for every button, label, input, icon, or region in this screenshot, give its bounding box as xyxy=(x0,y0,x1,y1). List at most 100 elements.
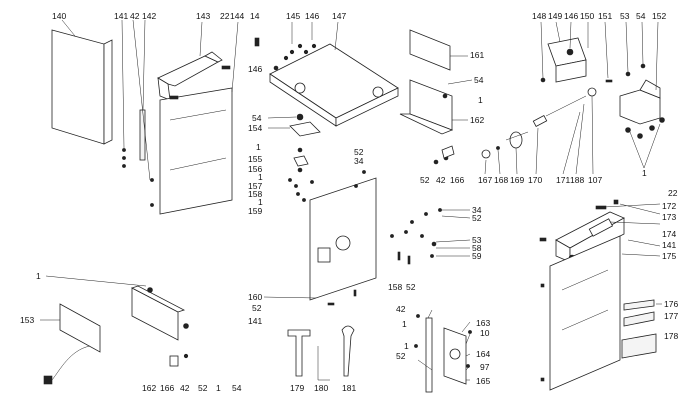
callout-1: 1 xyxy=(256,142,261,152)
parts-166-170-shaft xyxy=(433,87,597,175)
callout-53: 53 xyxy=(620,11,630,21)
callout-52: 52 xyxy=(420,175,430,185)
callout-146: 146 xyxy=(564,11,578,21)
callout-52: 52 xyxy=(252,303,262,313)
callout-54: 54 xyxy=(636,11,646,21)
callout-153: 153 xyxy=(20,315,34,325)
callout-42: 42 xyxy=(130,11,140,21)
callout-58: 58 xyxy=(472,243,482,253)
callout-1: 1 xyxy=(478,95,483,105)
callout-53: 53 xyxy=(472,235,482,245)
callout-labels: 140 141 42 142 143 22 144 14 145 146 147… xyxy=(20,11,678,393)
callout-140: 140 xyxy=(52,11,66,21)
callout-172: 172 xyxy=(662,201,676,211)
callout-144: 144 xyxy=(230,11,244,21)
callout-180: 180 xyxy=(314,383,328,393)
callout-168: 168 xyxy=(494,175,508,185)
callout-142: 142 xyxy=(142,11,156,21)
callout-175: 175 xyxy=(662,251,676,261)
callout-162: 162 xyxy=(470,115,484,125)
callout-178: 178 xyxy=(664,331,678,341)
callout-52: 52 xyxy=(198,383,208,393)
callout-22: 22 xyxy=(668,188,678,198)
callout-181: 181 xyxy=(342,383,356,393)
callout-151: 151 xyxy=(598,11,612,21)
callout-1: 1 xyxy=(402,319,407,329)
parts-163-165 xyxy=(414,309,472,393)
callout-52: 52 xyxy=(406,282,416,292)
callout-166: 166 xyxy=(450,175,464,185)
callout-148: 148 xyxy=(532,11,546,21)
callout-42: 42 xyxy=(396,304,406,314)
callout-163: 163 xyxy=(476,318,490,328)
callout-34: 34 xyxy=(354,156,364,166)
callout-1: 1 xyxy=(642,168,647,178)
parts-154-159 xyxy=(267,113,321,202)
part-149-cover xyxy=(540,21,589,83)
callout-160: 160 xyxy=(248,292,262,302)
callout-147: 147 xyxy=(332,11,346,21)
callout-170: 170 xyxy=(528,175,542,185)
callout-22: 22 xyxy=(220,11,230,21)
callout-107: 107 xyxy=(588,175,602,185)
part-153-panel xyxy=(40,303,101,385)
callout-146: 146 xyxy=(248,64,262,74)
callout-42: 42 xyxy=(180,383,190,393)
callout-165: 165 xyxy=(476,376,490,386)
callout-158: 158 xyxy=(248,189,262,199)
callout-169: 169 xyxy=(510,175,524,185)
callout-161: 161 xyxy=(470,50,484,60)
callout-34: 34 xyxy=(472,205,482,215)
callout-167: 167 xyxy=(478,175,492,185)
callout-166: 166 xyxy=(160,383,174,393)
callout-52: 52 xyxy=(472,213,482,223)
callout-1: 1 xyxy=(36,271,41,281)
labels-176-178 xyxy=(621,299,662,359)
part-143-bracket xyxy=(157,21,223,101)
callout-176: 176 xyxy=(664,299,678,309)
part-175-front-cover xyxy=(539,199,661,391)
callout-150: 150 xyxy=(580,11,594,21)
part-151-pin xyxy=(604,21,613,83)
callout-146: 146 xyxy=(305,11,319,21)
callout-145: 145 xyxy=(286,11,300,21)
callout-158: 158 xyxy=(388,282,402,292)
part-161-bracket xyxy=(409,29,468,71)
callout-1: 1 xyxy=(258,197,263,207)
callout-42: 42 xyxy=(436,175,446,185)
part-142-strip xyxy=(121,19,154,207)
callout-155: 155 xyxy=(248,154,262,164)
callout-97: 97 xyxy=(480,362,490,372)
callout-54: 54 xyxy=(232,383,242,393)
callout-52: 52 xyxy=(354,147,364,157)
callout-157: 157 xyxy=(248,181,262,191)
callout-156: 156 xyxy=(248,164,262,174)
callout-174: 174 xyxy=(662,229,676,239)
callout-1: 1 xyxy=(216,383,221,393)
callout-1: 1 xyxy=(258,172,263,182)
callout-54: 54 xyxy=(474,75,484,85)
screws-34-59 xyxy=(390,208,471,265)
callout-141: 141 xyxy=(248,316,262,326)
screws-145-146 xyxy=(273,22,317,71)
callout-159: 159 xyxy=(248,206,262,216)
part-140-side-panel xyxy=(51,19,113,145)
part-147-top-plate xyxy=(254,21,399,127)
part-162-bracket xyxy=(399,79,473,135)
part-144-back-panel xyxy=(159,21,239,215)
callout-173: 173 xyxy=(662,212,676,222)
callout-1: 1 xyxy=(404,341,409,351)
callout-171: 171 xyxy=(556,175,570,185)
callout-10: 10 xyxy=(480,328,490,338)
callout-52: 52 xyxy=(396,351,406,361)
callout-154: 154 xyxy=(248,123,262,133)
part-162-bracket-lower xyxy=(45,275,189,367)
callout-162: 162 xyxy=(142,383,156,393)
tools-179-181 xyxy=(287,325,355,381)
callout-59: 59 xyxy=(472,251,482,261)
callout-179: 179 xyxy=(290,383,304,393)
callout-54: 54 xyxy=(252,113,262,123)
callout-141: 141 xyxy=(662,240,676,250)
callout-14: 14 xyxy=(250,11,260,21)
